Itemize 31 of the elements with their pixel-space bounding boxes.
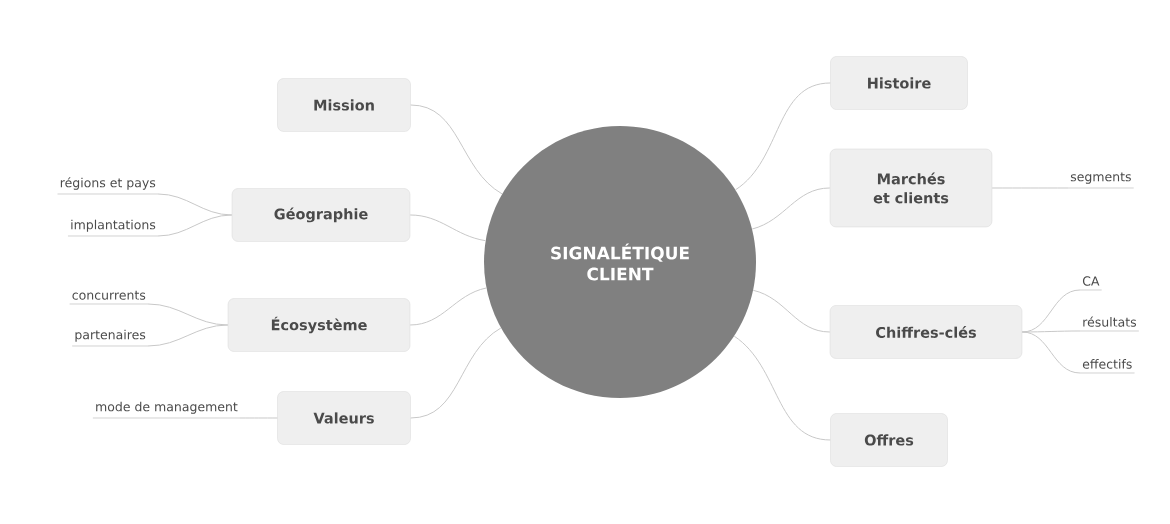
- connector-line: [1021, 331, 1081, 374]
- leaf-label: régions et pays: [57, 177, 159, 195]
- connector-line: [410, 327, 502, 419]
- connector-line: [147, 303, 229, 326]
- connector-line: [409, 287, 487, 326]
- branch-box: Offres: [830, 413, 948, 467]
- branch-box: Écosystème: [227, 298, 411, 352]
- leaf-label: partenaires: [71, 329, 149, 347]
- leaf-label: segments: [1067, 172, 1135, 189]
- connector-line: [733, 335, 831, 441]
- branch-box: Histoire: [830, 56, 968, 110]
- leaf-label: mode de management: [92, 401, 241, 419]
- connector-line: [752, 289, 831, 333]
- branch-box: Mission: [277, 78, 411, 132]
- leaf-label: implantations: [67, 219, 159, 237]
- connector-line: [157, 193, 233, 216]
- branch-box: Chiffres-clés: [829, 305, 1023, 359]
- branch-box: Géographie: [231, 188, 411, 242]
- leaf-label: résultats: [1079, 316, 1140, 332]
- connector-line: [410, 104, 503, 195]
- connector-line: [409, 214, 486, 242]
- connector-line: [735, 82, 831, 191]
- branch-box: Valeurs: [277, 391, 411, 445]
- connector-line: [147, 324, 229, 347]
- leaf-label: CA: [1079, 276, 1103, 291]
- leaf-label: effectifs: [1079, 359, 1135, 374]
- connector-line: [157, 214, 233, 237]
- connector-line: [751, 187, 831, 230]
- leaf-label: concurrents: [69, 290, 149, 305]
- connector-line: [1021, 330, 1081, 333]
- branch-box: Marchés et clients: [829, 148, 993, 228]
